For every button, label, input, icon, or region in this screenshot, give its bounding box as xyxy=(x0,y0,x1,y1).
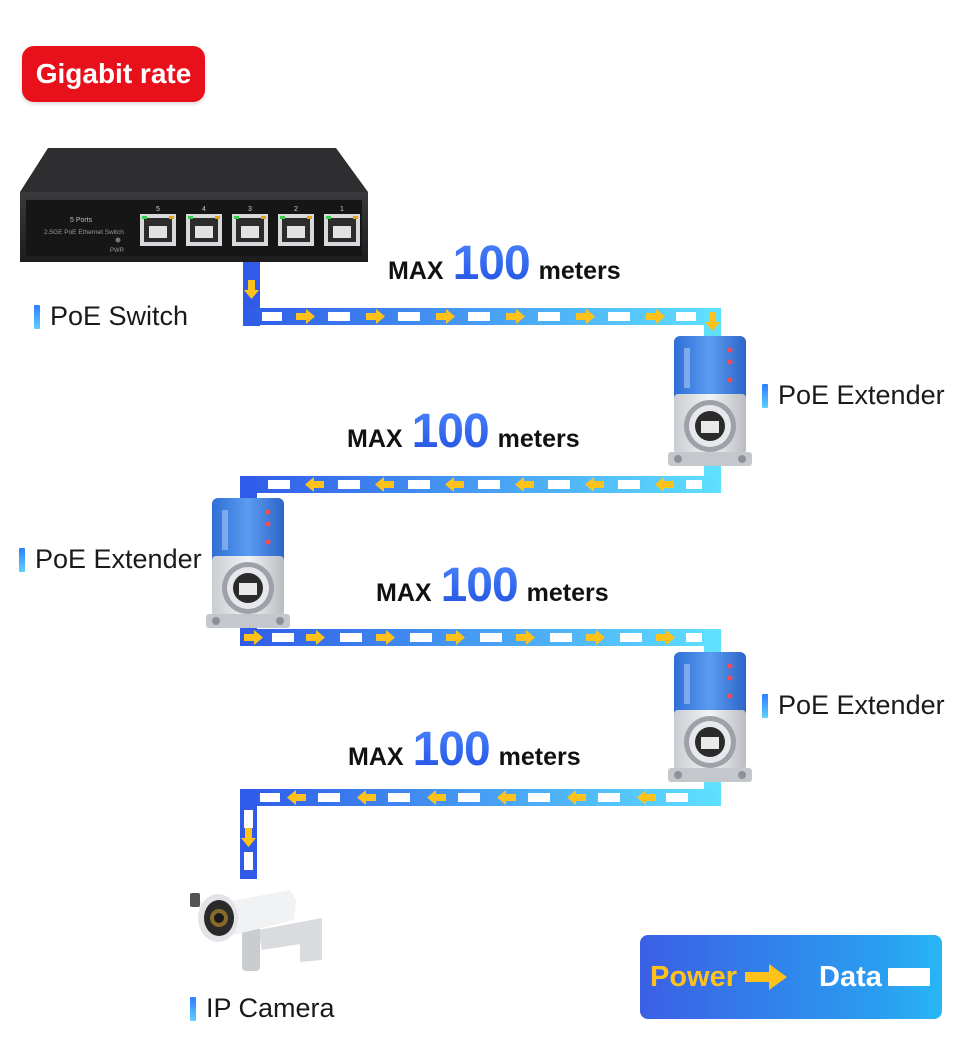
port-1-icon xyxy=(324,214,360,246)
port-3-icon xyxy=(232,214,268,246)
signal-markers xyxy=(241,280,720,870)
port-number: 4 xyxy=(202,206,206,213)
legend-power-label: Power xyxy=(650,960,738,993)
poe-switch: 5 Ports 2.5GE PoE Ethernet Switch PWR 5 … xyxy=(20,148,368,262)
port-number: 3 xyxy=(248,206,252,213)
poe-extender-2 xyxy=(206,498,290,628)
ip-camera-label: IP Camera xyxy=(206,993,335,1023)
switch-pwr-text: PWR xyxy=(110,248,125,254)
legend: Power Data xyxy=(640,935,942,1019)
label-poe-extender-1: PoE Extender xyxy=(762,380,945,411)
distance-unit: meters xyxy=(538,257,621,285)
power-arrow-icon xyxy=(745,964,788,990)
poe-extender-3 xyxy=(668,652,752,782)
label-marker xyxy=(19,547,25,572)
legend-data-label: Data xyxy=(819,960,882,993)
gigabit-rate-badge: Gigabit rate xyxy=(22,46,205,102)
label-marker xyxy=(190,996,196,1021)
label-marker xyxy=(762,383,768,408)
poe-extender-2-label: PoE Extender xyxy=(35,544,202,574)
distance-unit: meters xyxy=(498,743,581,771)
switch-model-text: 2.5GE PoE Ethernet Switch xyxy=(44,229,124,236)
distance-prefix: MAX xyxy=(347,425,403,453)
data-box-icon xyxy=(887,968,930,986)
port-number: 2 xyxy=(294,206,298,213)
distance-prefix: MAX xyxy=(348,743,404,771)
switch-ports-text: 5 Ports xyxy=(70,217,93,224)
distance-prefix: MAX xyxy=(388,257,444,285)
label-poe-switch: PoE Switch xyxy=(34,301,188,332)
distance-label-3: MAX 100 meters xyxy=(376,558,609,613)
distance-value: 100 xyxy=(411,405,490,458)
label-poe-extender-3: PoE Extender xyxy=(762,690,945,721)
distance-prefix: MAX xyxy=(376,579,432,607)
distance-value: 100 xyxy=(440,559,519,612)
port-2-icon xyxy=(278,214,314,246)
label-marker xyxy=(34,304,40,329)
ip-camera xyxy=(190,876,322,971)
port-4-icon xyxy=(186,214,222,246)
label-poe-extender-2: PoE Extender xyxy=(19,544,202,575)
port-5-icon xyxy=(140,214,176,246)
port-number: 1 xyxy=(340,206,344,213)
poe-extender-1-label: PoE Extender xyxy=(778,380,945,410)
poe-extender-1 xyxy=(668,336,752,466)
distance-label-4: MAX 100 meters xyxy=(348,722,581,777)
poe-extender-3-label: PoE Extender xyxy=(778,690,945,720)
label-marker xyxy=(762,693,768,718)
distance-value: 100 xyxy=(412,723,491,776)
poe-switch-label: PoE Switch xyxy=(50,301,189,331)
distance-unit: meters xyxy=(526,579,609,607)
distance-unit: meters xyxy=(497,425,580,453)
port-number: 5 xyxy=(156,206,160,213)
distance-label-2: MAX 100 meters xyxy=(347,404,580,459)
distance-value: 100 xyxy=(452,237,531,290)
distance-label-1: MAX 100 meters xyxy=(388,236,621,291)
label-ip-camera: IP Camera xyxy=(190,993,335,1024)
